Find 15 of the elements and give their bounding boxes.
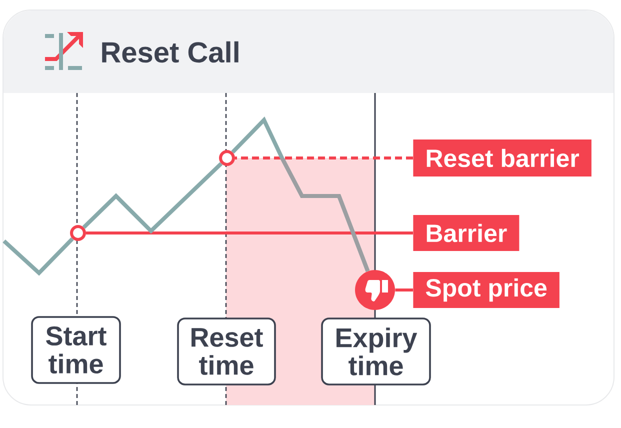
price-line <box>82 162 223 234</box>
leader-line <box>235 156 413 160</box>
label-box: Reset barrier <box>413 140 592 176</box>
marker-circle <box>219 150 235 166</box>
price-line <box>231 116 370 272</box>
rounded-box: Expiry time <box>321 318 431 386</box>
title: Reset Call <box>102 41 238 63</box>
marker-circle <box>70 225 86 241</box>
rounded-box: Reset time <box>177 318 276 386</box>
leader-line <box>86 232 413 234</box>
label-box: Barrier <box>413 215 520 251</box>
label-box: Spot price <box>413 272 560 308</box>
price-line <box>2 237 74 276</box>
leader-line <box>395 288 413 292</box>
rounded-box: Start time <box>31 316 121 384</box>
